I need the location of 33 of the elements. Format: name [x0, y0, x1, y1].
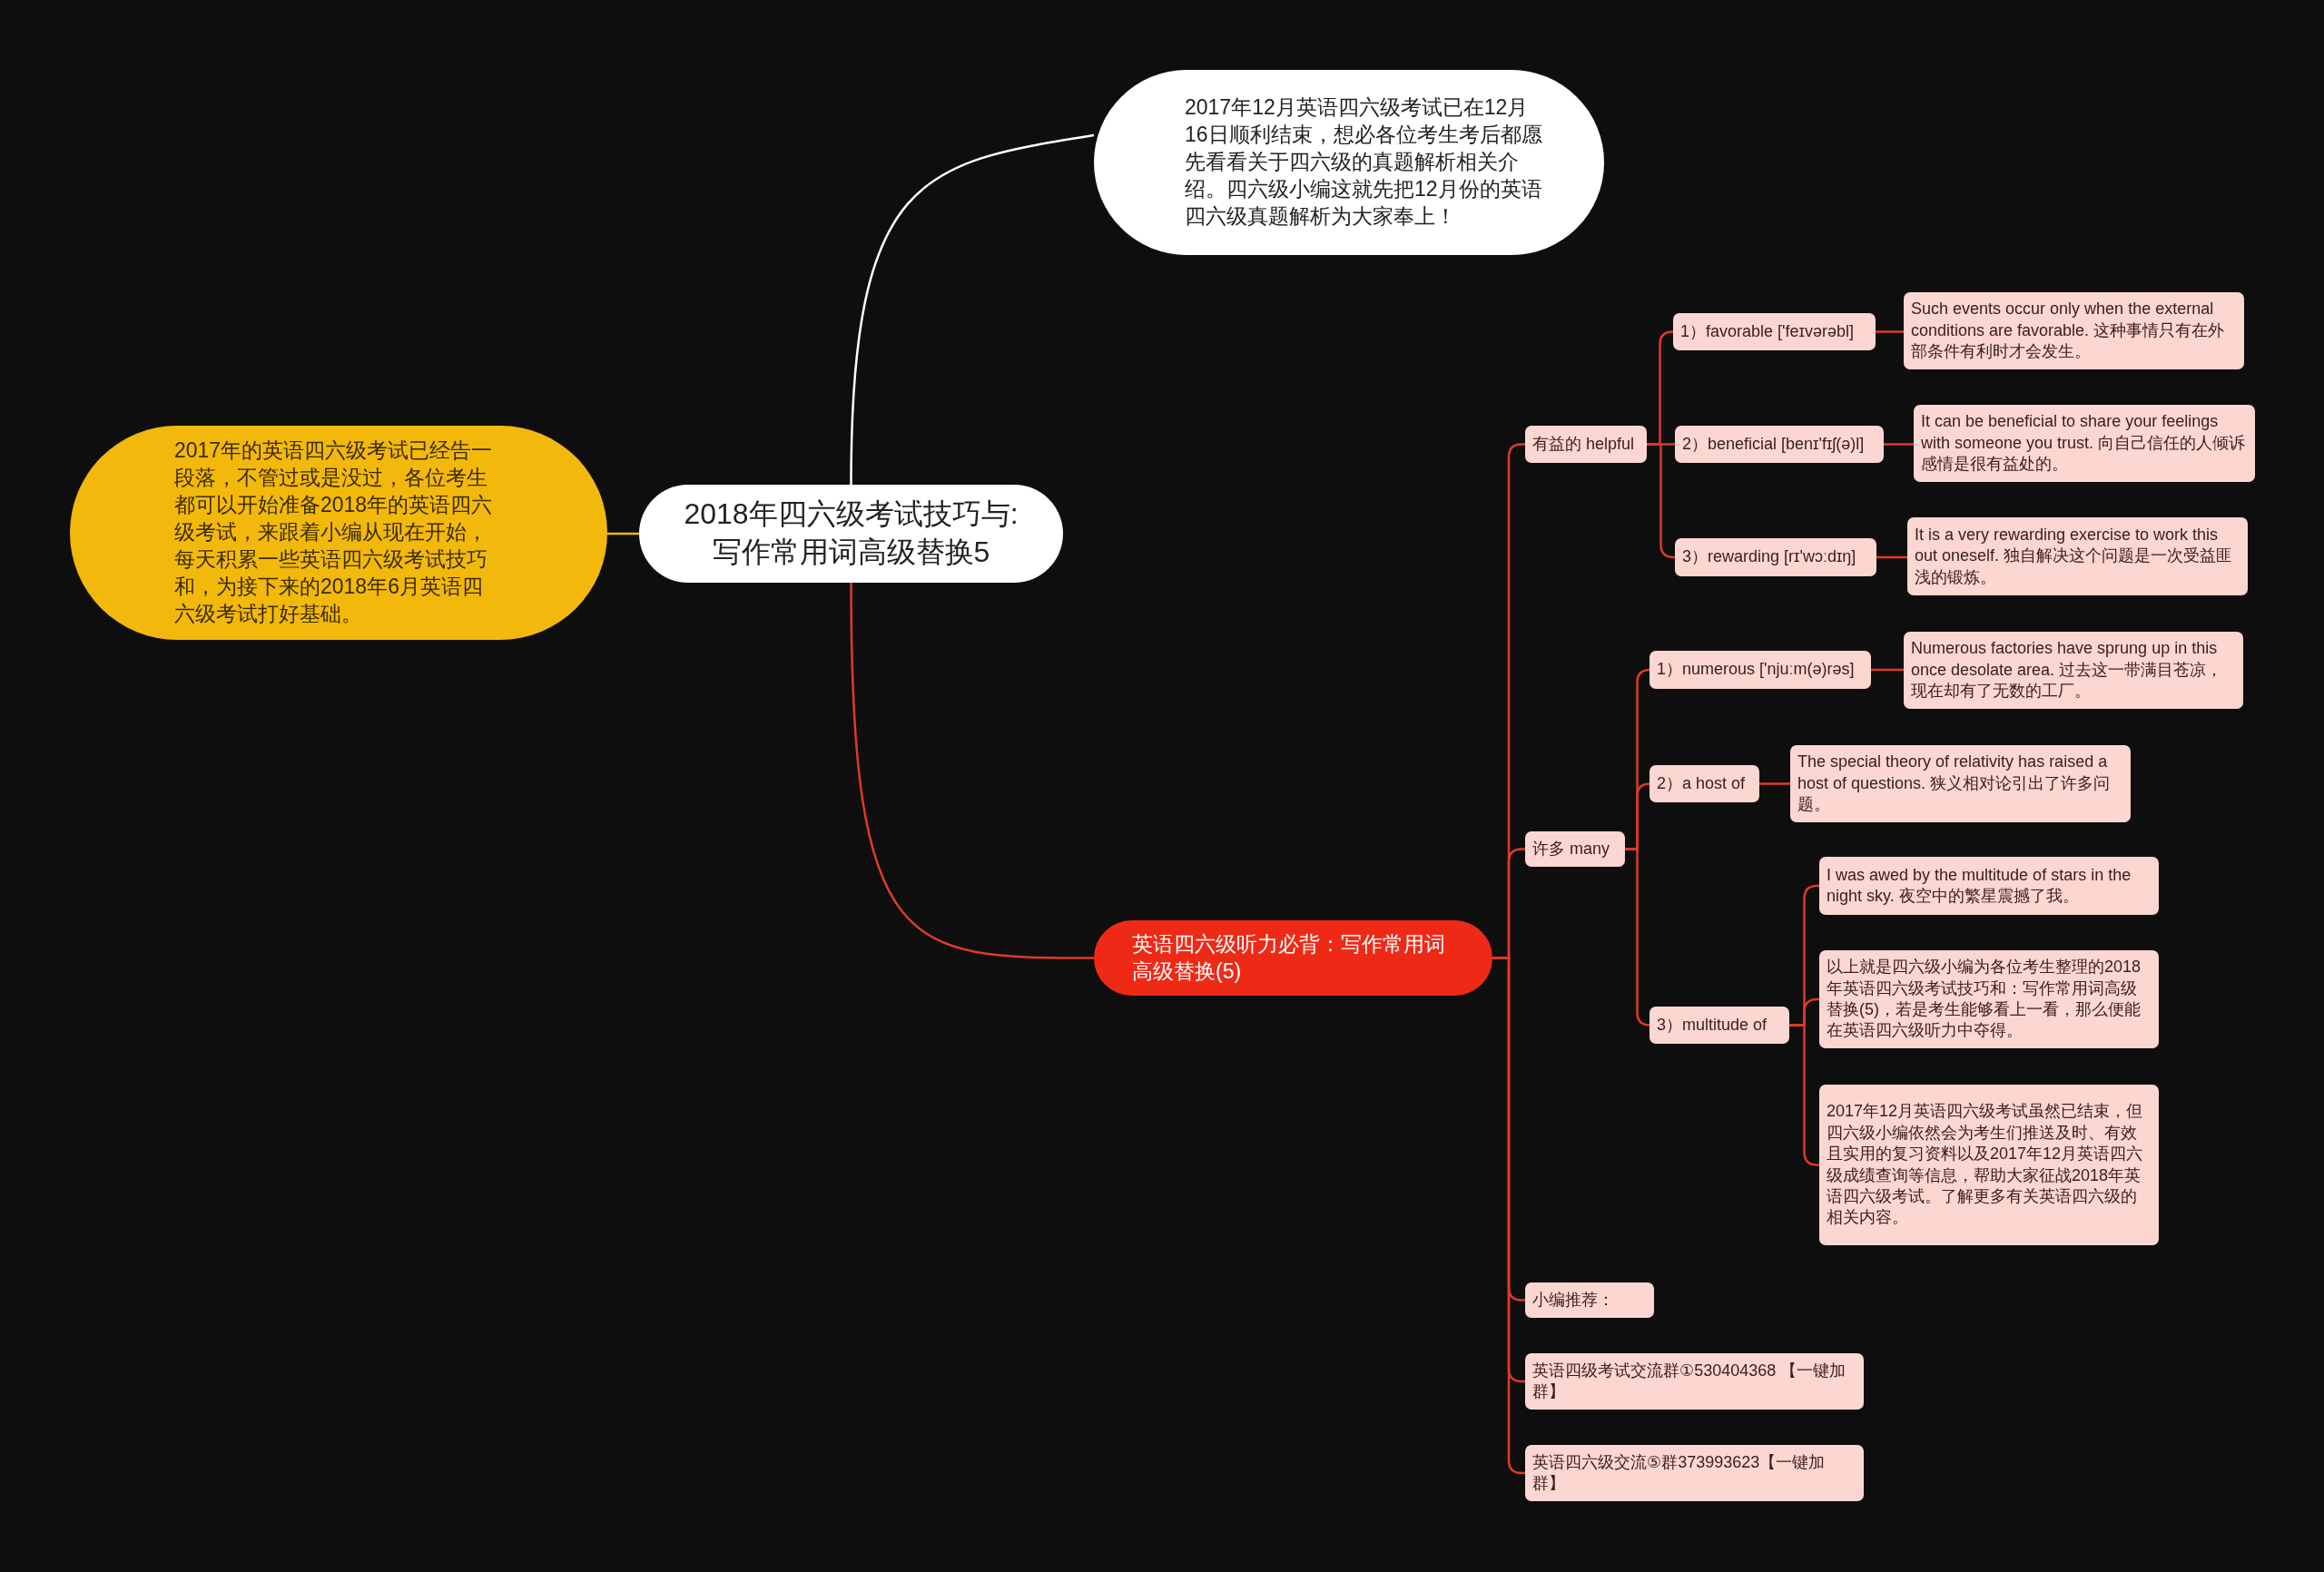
connector-line — [1759, 782, 1790, 785]
subtopic-box: Numerous factories have sprung up in this once desolate area. 过去这一带满目苍凉，现在却有了无数的工厂。 — [1904, 632, 2243, 709]
subtopic-box: 2）a host of — [1649, 765, 1759, 802]
subtopic-box: 1）numerous ['njuːm(ə)rəs] — [1649, 651, 1871, 689]
connector-line — [607, 532, 639, 535]
central-topic-box: 2018年四六级考试技巧与:写作常用词高级替换5 — [639, 485, 1063, 583]
connector-line — [1625, 848, 1651, 1027]
subtopic-box: The special theory of relativity has raised a host of questions. 狭义相对论引出了许多问题。 — [1790, 745, 2131, 822]
subtopic-box: 以上就是四六级小编为各位考生整理的2018年英语四六级考试技巧和：写作常用词高级替换(5)，若是考生能够看上一看，那么便能在英语四六级听力中夺得。 — [1819, 950, 2159, 1048]
connector-line — [850, 583, 1094, 959]
subtopic-box: 1）favorable ['feɪvərəbl] — [1673, 313, 1876, 350]
topic-box: 英语四六级听力必背：写作常用词高级替换(5) — [1094, 920, 1492, 996]
subtopic-box: I was awed by the multitude of stars in the night sky. 夜空中的繁星震撼了我。 — [1819, 857, 2159, 915]
subtopic-box: 3）rewarding [rɪ'wɔːdɪŋ] — [1675, 538, 1876, 576]
topic-box: 2017年12月英语四六级考试已在12月16日顺利结束，想必各位考生考后都愿先看看关于四六级的真题解析相关介绍。四六级小编这就先把12月份的英语四六级真题解析为大家奉上！ — [1094, 70, 1604, 255]
connector-line — [1647, 443, 1676, 559]
subtopic-box: 有益的 helpful — [1525, 426, 1647, 463]
subtopic-box: 许多 many — [1525, 831, 1625, 867]
connector-line — [1884, 443, 1914, 446]
topic-box: 2017年的英语四六级考试已经告一段落，不管过或是没过，各位考生都可以开始准备2018年的英语四六级考试，来跟着小编从现在开始，每天积累一些英语四六级考试技巧和，为接下来的2018年6月英语四六级考试打好基础。 — [70, 426, 607, 640]
subtopic-box: 英语四六级交流⑤群373993623【一键加群】 — [1525, 1445, 1864, 1501]
connector-line — [1876, 330, 1904, 333]
subtopic-box: It is a very rewarding exercise to work this out oneself. 独自解决这个问题是一次受益匪浅的锻炼。 — [1907, 517, 2248, 595]
subtopic-box: 英语四级考试交流群①530404368 【一键加群】 — [1525, 1353, 1864, 1410]
subtopic-box: Such events occur only when the external conditions are favorable. 这种事情只有在外部条件有利时才会发生。 — [1904, 292, 2244, 369]
subtopic-box: 3）multitude of — [1649, 1007, 1789, 1044]
connector-line — [1871, 668, 1904, 672]
subtopic-box: It can be beneficial to share your feelings with someone you trust. 向自己信任的人倾诉感情是很有益处的。 — [1914, 405, 2255, 482]
subtopic-box: 小编推荐： — [1525, 1282, 1654, 1318]
subtopic-box: 2）beneficial [benɪ'fɪʃ(ə)l] — [1675, 426, 1884, 463]
connector-line — [850, 133, 1095, 486]
subtopic-box: 2017年12月英语四六级考试虽然已结束，但四六级小编依然会为考生们推送及时、有效且实用的复习资料以及2017年12月英语四六级成绩查询等信息，帮助大家征战2018年英语四六级考试。了解更多有关英语四六级的相关内容。 — [1819, 1085, 2159, 1245]
connector-line — [1876, 555, 1907, 559]
